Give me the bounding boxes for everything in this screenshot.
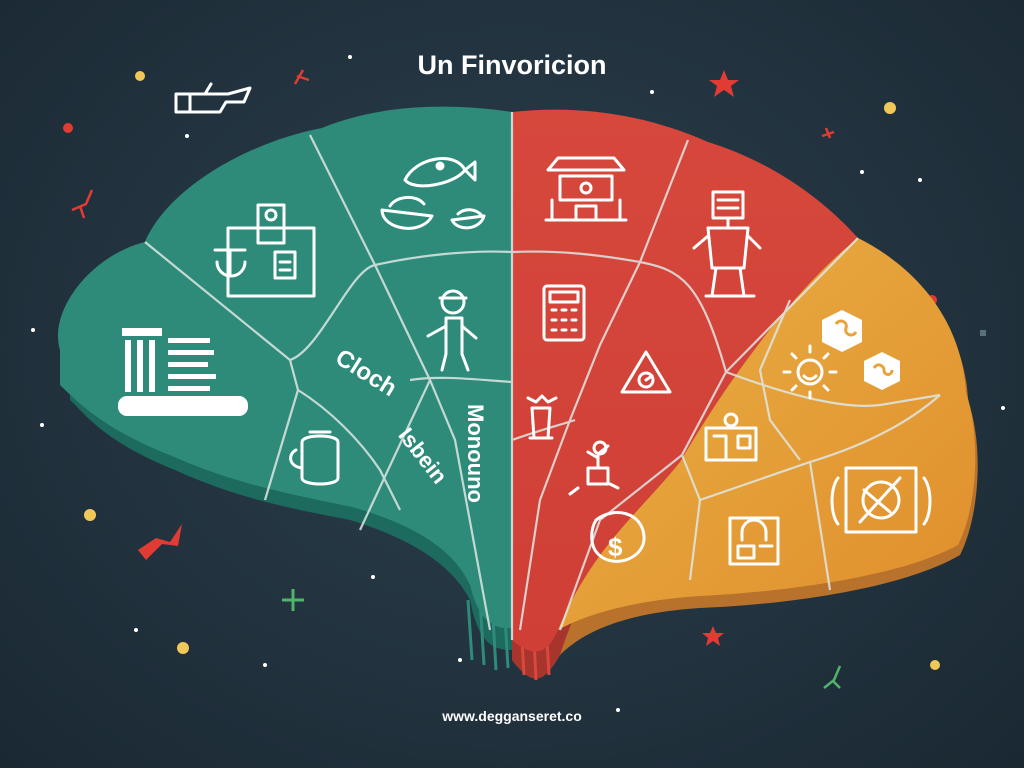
page-title: Un Finvoricion <box>417 50 607 80</box>
calculator-icon <box>542 284 586 342</box>
puzzle-icon <box>822 310 900 390</box>
dollar-bag-icon: $ <box>590 511 646 563</box>
emblem-icon <box>830 466 932 534</box>
plant-icon <box>568 440 620 496</box>
vault-icon <box>728 516 780 566</box>
region-label-monouno: Monouno <box>463 404 488 503</box>
fish-dishes-icon <box>380 157 486 230</box>
sun-face-icon <box>782 344 838 400</box>
red-star-icon <box>702 626 724 646</box>
temple-icon <box>544 156 628 222</box>
storefront-icon <box>704 412 758 462</box>
robot-icon <box>692 190 762 298</box>
library-columns-icon <box>118 328 248 416</box>
right-hemisphere-red <box>512 109 858 652</box>
worker-icon <box>426 289 478 372</box>
office-building-icon <box>213 203 316 298</box>
bottle-icon <box>289 430 340 486</box>
red-star-icon <box>709 70 739 97</box>
left-hemisphere <box>58 106 512 629</box>
spaceship-icon <box>174 82 252 114</box>
svg-text:$: $ <box>608 532 623 562</box>
trophy-icon <box>526 394 558 440</box>
lobe-seams <box>144 112 941 640</box>
footer-url: www.degganseret.co <box>442 708 582 724</box>
warning-triangle-icon <box>620 350 672 394</box>
